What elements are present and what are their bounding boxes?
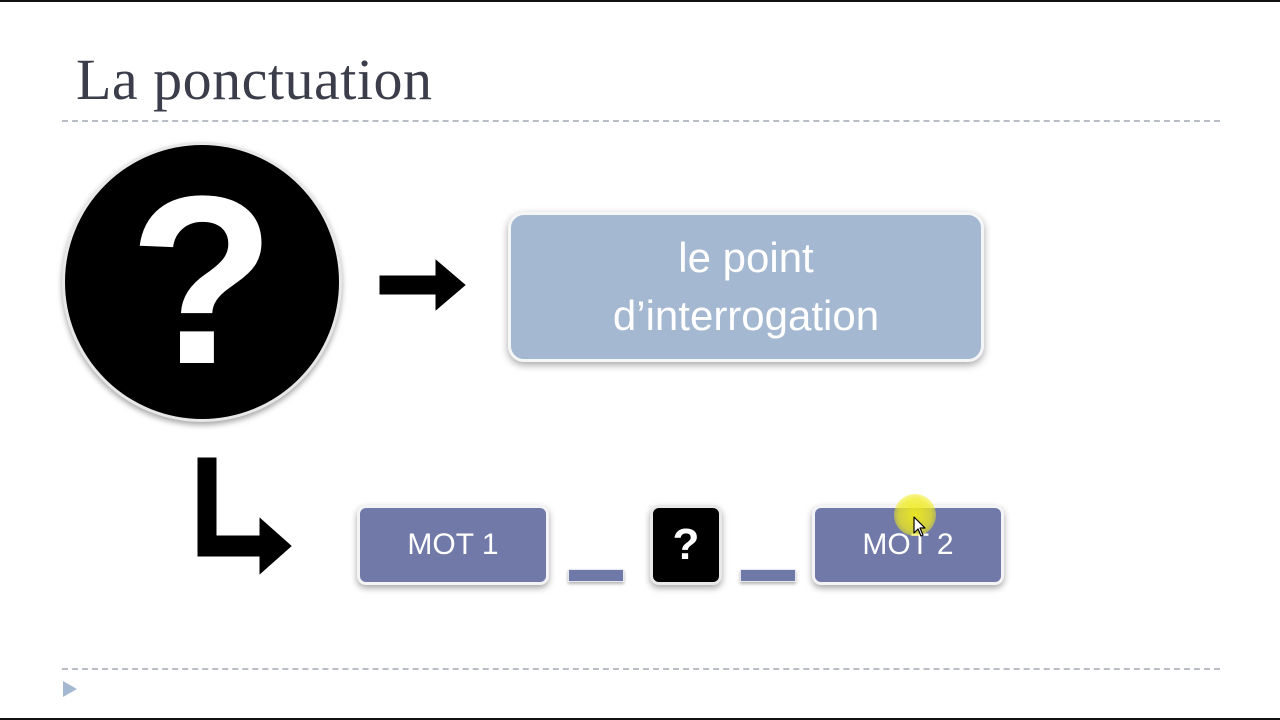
question-mark-symbol: ? bbox=[128, 146, 276, 414]
definition-box: le point d’interrogation bbox=[508, 212, 984, 362]
connector-line-1 bbox=[568, 569, 624, 582]
title-divider bbox=[62, 120, 1220, 122]
question-mark-circle: ? bbox=[62, 142, 342, 422]
footer-divider bbox=[62, 668, 1220, 670]
triangle-bullet-icon bbox=[63, 681, 77, 697]
mouse-cursor-icon bbox=[913, 516, 926, 537]
definition-line-1: le point bbox=[678, 234, 814, 281]
word-box-1: MOT 1 bbox=[357, 505, 549, 585]
slide-title: La ponctuation bbox=[76, 47, 433, 112]
definition-line-2: d’interrogation bbox=[612, 292, 880, 339]
right-arrow-icon bbox=[376, 252, 471, 318]
word-1-label: MOT 1 bbox=[407, 528, 499, 561]
elbow-arrow-icon bbox=[194, 454, 297, 582]
connector-line-2 bbox=[740, 569, 796, 582]
question-mark-box: ? bbox=[650, 505, 722, 585]
question-mark-small: ? bbox=[672, 520, 700, 569]
